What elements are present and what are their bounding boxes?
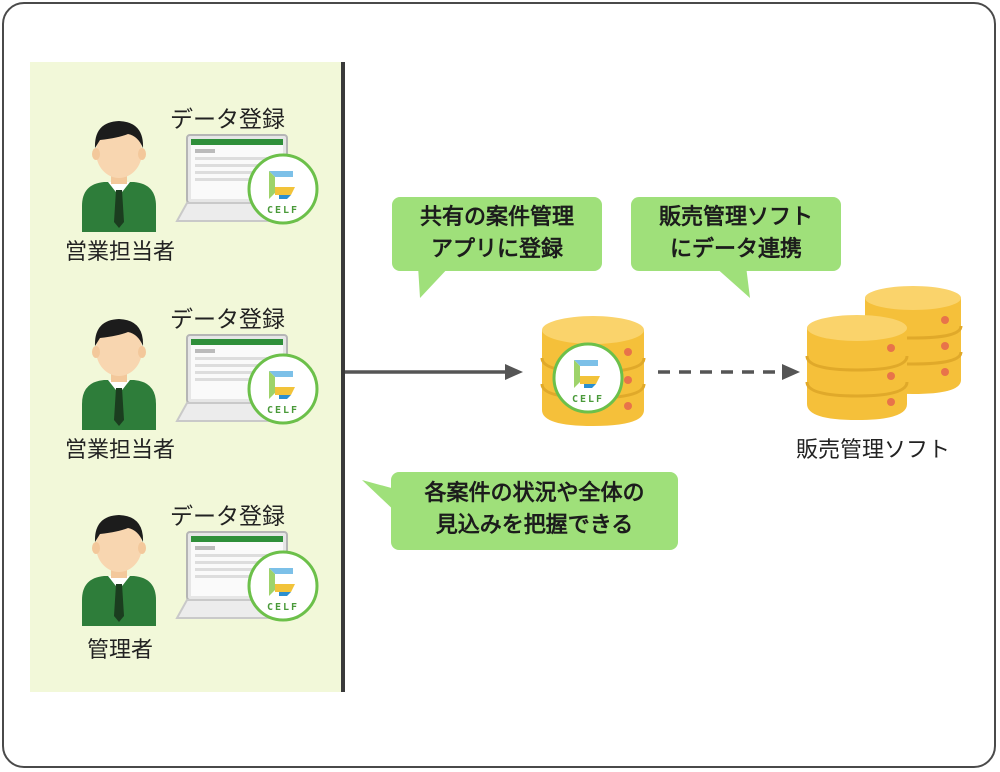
role-label: 営業担当者 — [64, 438, 175, 463]
callout-integration: 販売管理ソフト にデータ連携 — [631, 197, 841, 271]
celf-logo-icon: CELF — [247, 153, 319, 225]
callout-line: 見込みを把握できる — [435, 513, 634, 538]
celf-logo-icon: CELF — [247, 550, 319, 622]
callout-tail-icon — [418, 266, 450, 298]
role-label: 管理者 — [86, 638, 153, 663]
callout-line: にデータ連携 — [669, 237, 802, 262]
shared-database-icon: CELF — [540, 316, 646, 426]
solid-arrow-icon — [345, 364, 523, 380]
callout-line: 各案件の状況や全体の — [424, 481, 645, 506]
celf-logo-text: CELF — [267, 205, 299, 216]
callout-line: アプリに登録 — [430, 237, 563, 262]
sales-software-database-icon — [805, 286, 963, 420]
callout-line: 共有の案件管理 — [419, 205, 574, 230]
data-entry-label: データ登録 — [170, 307, 285, 333]
data-entry-label: データ登録 — [170, 504, 285, 530]
callout-line: 販売管理ソフト — [658, 205, 813, 230]
panel-divider — [341, 62, 345, 692]
celf-logo-text: CELF — [572, 394, 604, 405]
person-icon — [82, 121, 156, 232]
data-entry-label: データ登録 — [170, 107, 285, 133]
callout-tail-icon — [714, 266, 750, 298]
role-label: 営業担当者 — [64, 240, 175, 265]
callout-overview: 各案件の状況や全体の 見込みを把握できる — [391, 472, 678, 550]
person-icon — [82, 319, 156, 430]
celf-logo-text: CELF — [267, 405, 299, 416]
callout-register: 共有の案件管理 アプリに登録 — [392, 197, 602, 271]
celf-logo-text: CELF — [267, 602, 299, 613]
dashed-arrow-icon — [658, 364, 800, 380]
sales-software-label: 販売管理ソフト — [796, 438, 951, 463]
person-icon — [82, 515, 156, 626]
celf-logo-icon: CELF — [247, 353, 319, 425]
